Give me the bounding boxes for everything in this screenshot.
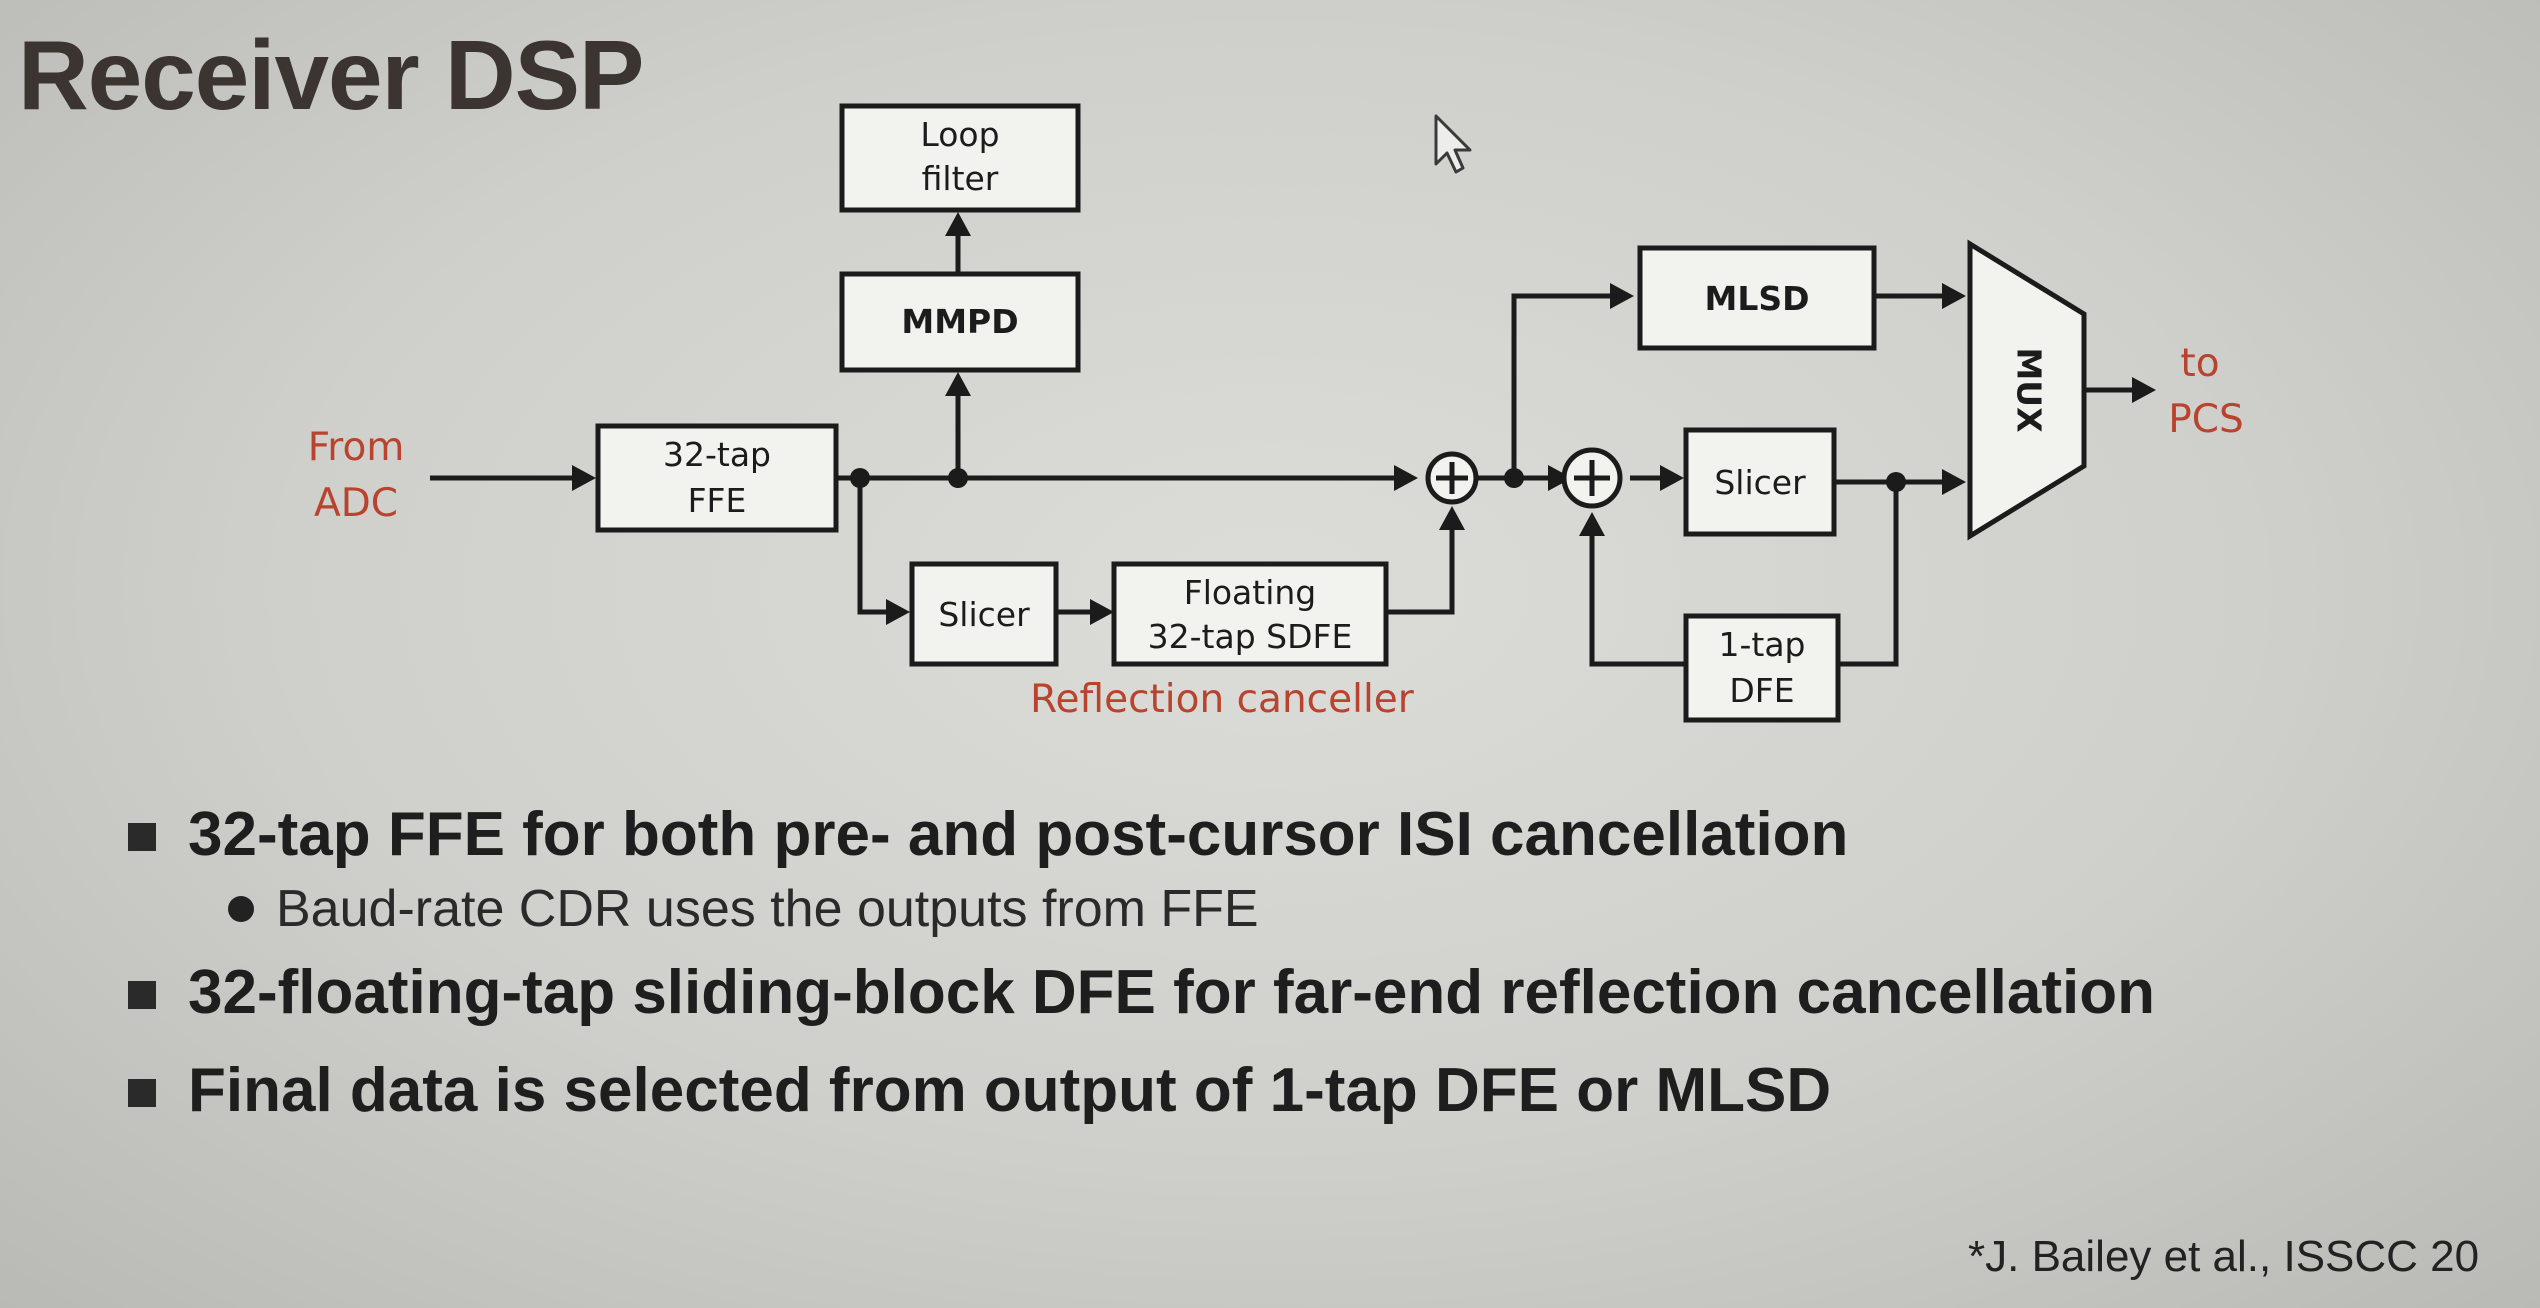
one-tap-dfe-block: 1-tap DFE — [1683, 613, 1841, 723]
slide-title: Receiver DSP — [18, 20, 644, 130]
reflection-slicer-block: Slicer — [909, 561, 1059, 667]
ffe-block: 32-tap FFE — [595, 423, 839, 533]
reflection-slicer-label: Slicer — [938, 595, 1030, 634]
main-slicer-block: Slicer — [1683, 427, 1837, 537]
square-bullet-icon — [128, 823, 156, 851]
round-bullet-icon — [228, 896, 254, 922]
sub-bullet-text: Baud-rate CDR uses the outputs from FFE — [276, 880, 1259, 938]
receiver-dsp-block-diagram: 32-tap FFE Loop filter MMPD Slicer Float… — [308, 103, 2244, 723]
mux-label: MUX — [2010, 347, 2049, 432]
reflection-canceller-label: Reflection canceller — [1030, 677, 1415, 722]
bullet-item: 32-tap FFE for both pre- and post-cursor… — [128, 795, 2155, 875]
sdfe-label-line2: 32-tap SDFE — [1148, 617, 1353, 656]
ffe-label-line2: FFE — [688, 481, 747, 520]
mux-block: MUX — [1967, 239, 2087, 541]
main-slicer-label: Slicer — [1714, 463, 1806, 502]
loop-filter-block: Loop filter — [839, 103, 1081, 213]
citation: *J. Bailey et al., ISSCC 20 — [1968, 1232, 2480, 1281]
square-bullet-icon — [128, 981, 156, 1009]
arrowheads — [572, 212, 2156, 625]
summing-junction-2 — [1561, 447, 1623, 509]
from-adc-label-line2: ADC — [314, 481, 398, 526]
mlsd-block: MLSD — [1637, 245, 1877, 351]
bullet-text: 32-floating-tap sliding-block DFE for fa… — [188, 958, 2155, 1027]
mmpd-label: MMPD — [901, 302, 1018, 341]
dfe-label-line2: DFE — [1729, 671, 1794, 710]
summing-junction-1 — [1425, 451, 1479, 505]
loop-filter-label-line1: Loop — [920, 115, 999, 154]
sdfe-block: Floating 32-tap SDFE — [1111, 561, 1389, 667]
to-pcs-label-line2: PCS — [2168, 397, 2244, 442]
mmpd-block: MMPD — [839, 271, 1081, 373]
mlsd-label: MLSD — [1704, 279, 1809, 318]
dfe-label-line1: 1-tap — [1718, 625, 1805, 664]
bullet-item: 32-floating-tap sliding-block DFE for fa… — [128, 953, 2155, 1033]
loop-filter-label-line2: filter — [922, 159, 999, 198]
bullet-item: Final data is selected from output of 1-… — [128, 1051, 2155, 1131]
junction-dots — [850, 468, 1906, 492]
mouse-cursor-icon — [1434, 114, 1472, 174]
square-bullet-icon — [128, 1079, 156, 1107]
from-adc-label-line1: From — [308, 425, 405, 470]
to-pcs-label-line1: to — [2180, 341, 2219, 386]
ffe-label-line1: 32-tap — [663, 435, 771, 474]
bullet-list: 32-tap FFE for both pre- and post-cursor… — [128, 795, 2155, 1131]
sdfe-label-line1: Floating — [1184, 573, 1317, 612]
sub-bullet-item: Baud-rate CDR uses the outputs from FFE — [128, 877, 2155, 953]
bullet-text: Final data is selected from output of 1-… — [188, 1056, 1832, 1125]
bullet-text: 32-tap FFE for both pre- and post-cursor… — [188, 800, 1849, 869]
